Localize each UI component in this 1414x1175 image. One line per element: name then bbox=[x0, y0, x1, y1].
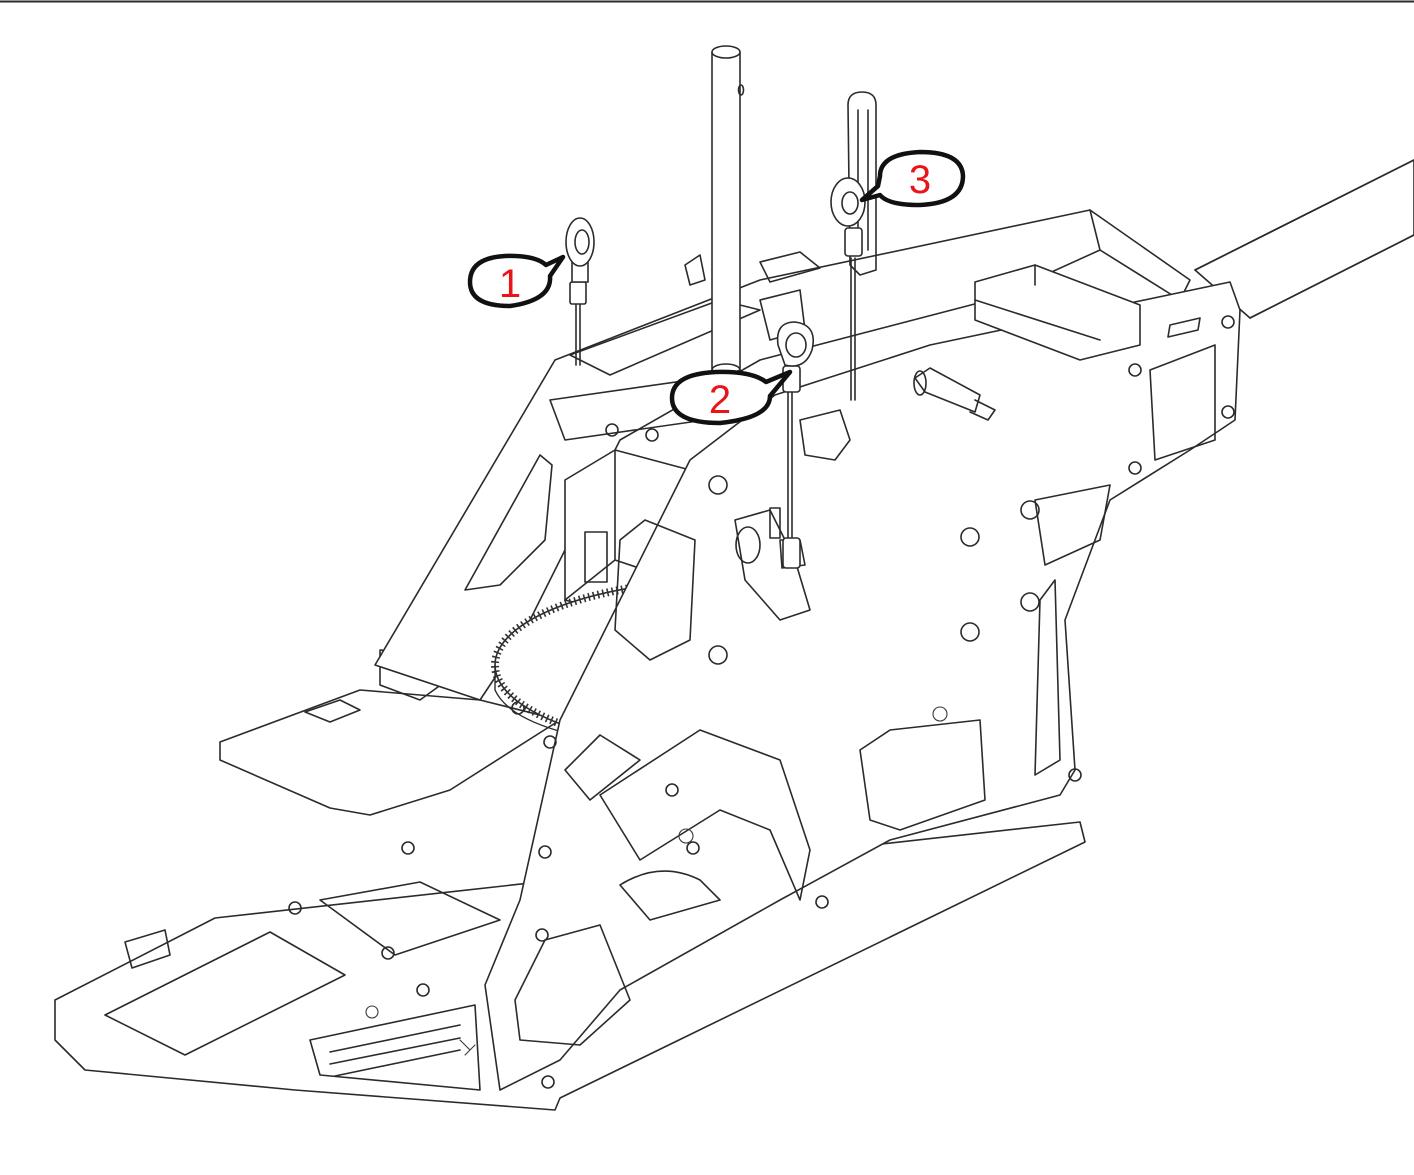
callout-2: 2 bbox=[669, 369, 793, 426]
callout-label-1: 1 bbox=[499, 262, 521, 306]
callout-1: 1 bbox=[467, 253, 566, 309]
tail-boom-mount bbox=[974, 264, 1201, 361]
callout-label-3: 3 bbox=[909, 158, 931, 202]
callout-bubble-1 bbox=[467, 253, 566, 309]
callout-bubble-3 bbox=[859, 149, 966, 208]
pushrod-2 bbox=[776, 321, 814, 569]
callout-3: 3 bbox=[859, 149, 966, 208]
frame-screws bbox=[365, 706, 948, 1056]
callout-bubble-2 bbox=[669, 369, 793, 426]
pushrod-3 bbox=[830, 91, 877, 401]
right-side-frame bbox=[416, 281, 1241, 1091]
pushrod-1 bbox=[565, 217, 595, 366]
callout-label-2: 2 bbox=[709, 378, 731, 422]
anti-rotation-pin bbox=[913, 367, 996, 421]
